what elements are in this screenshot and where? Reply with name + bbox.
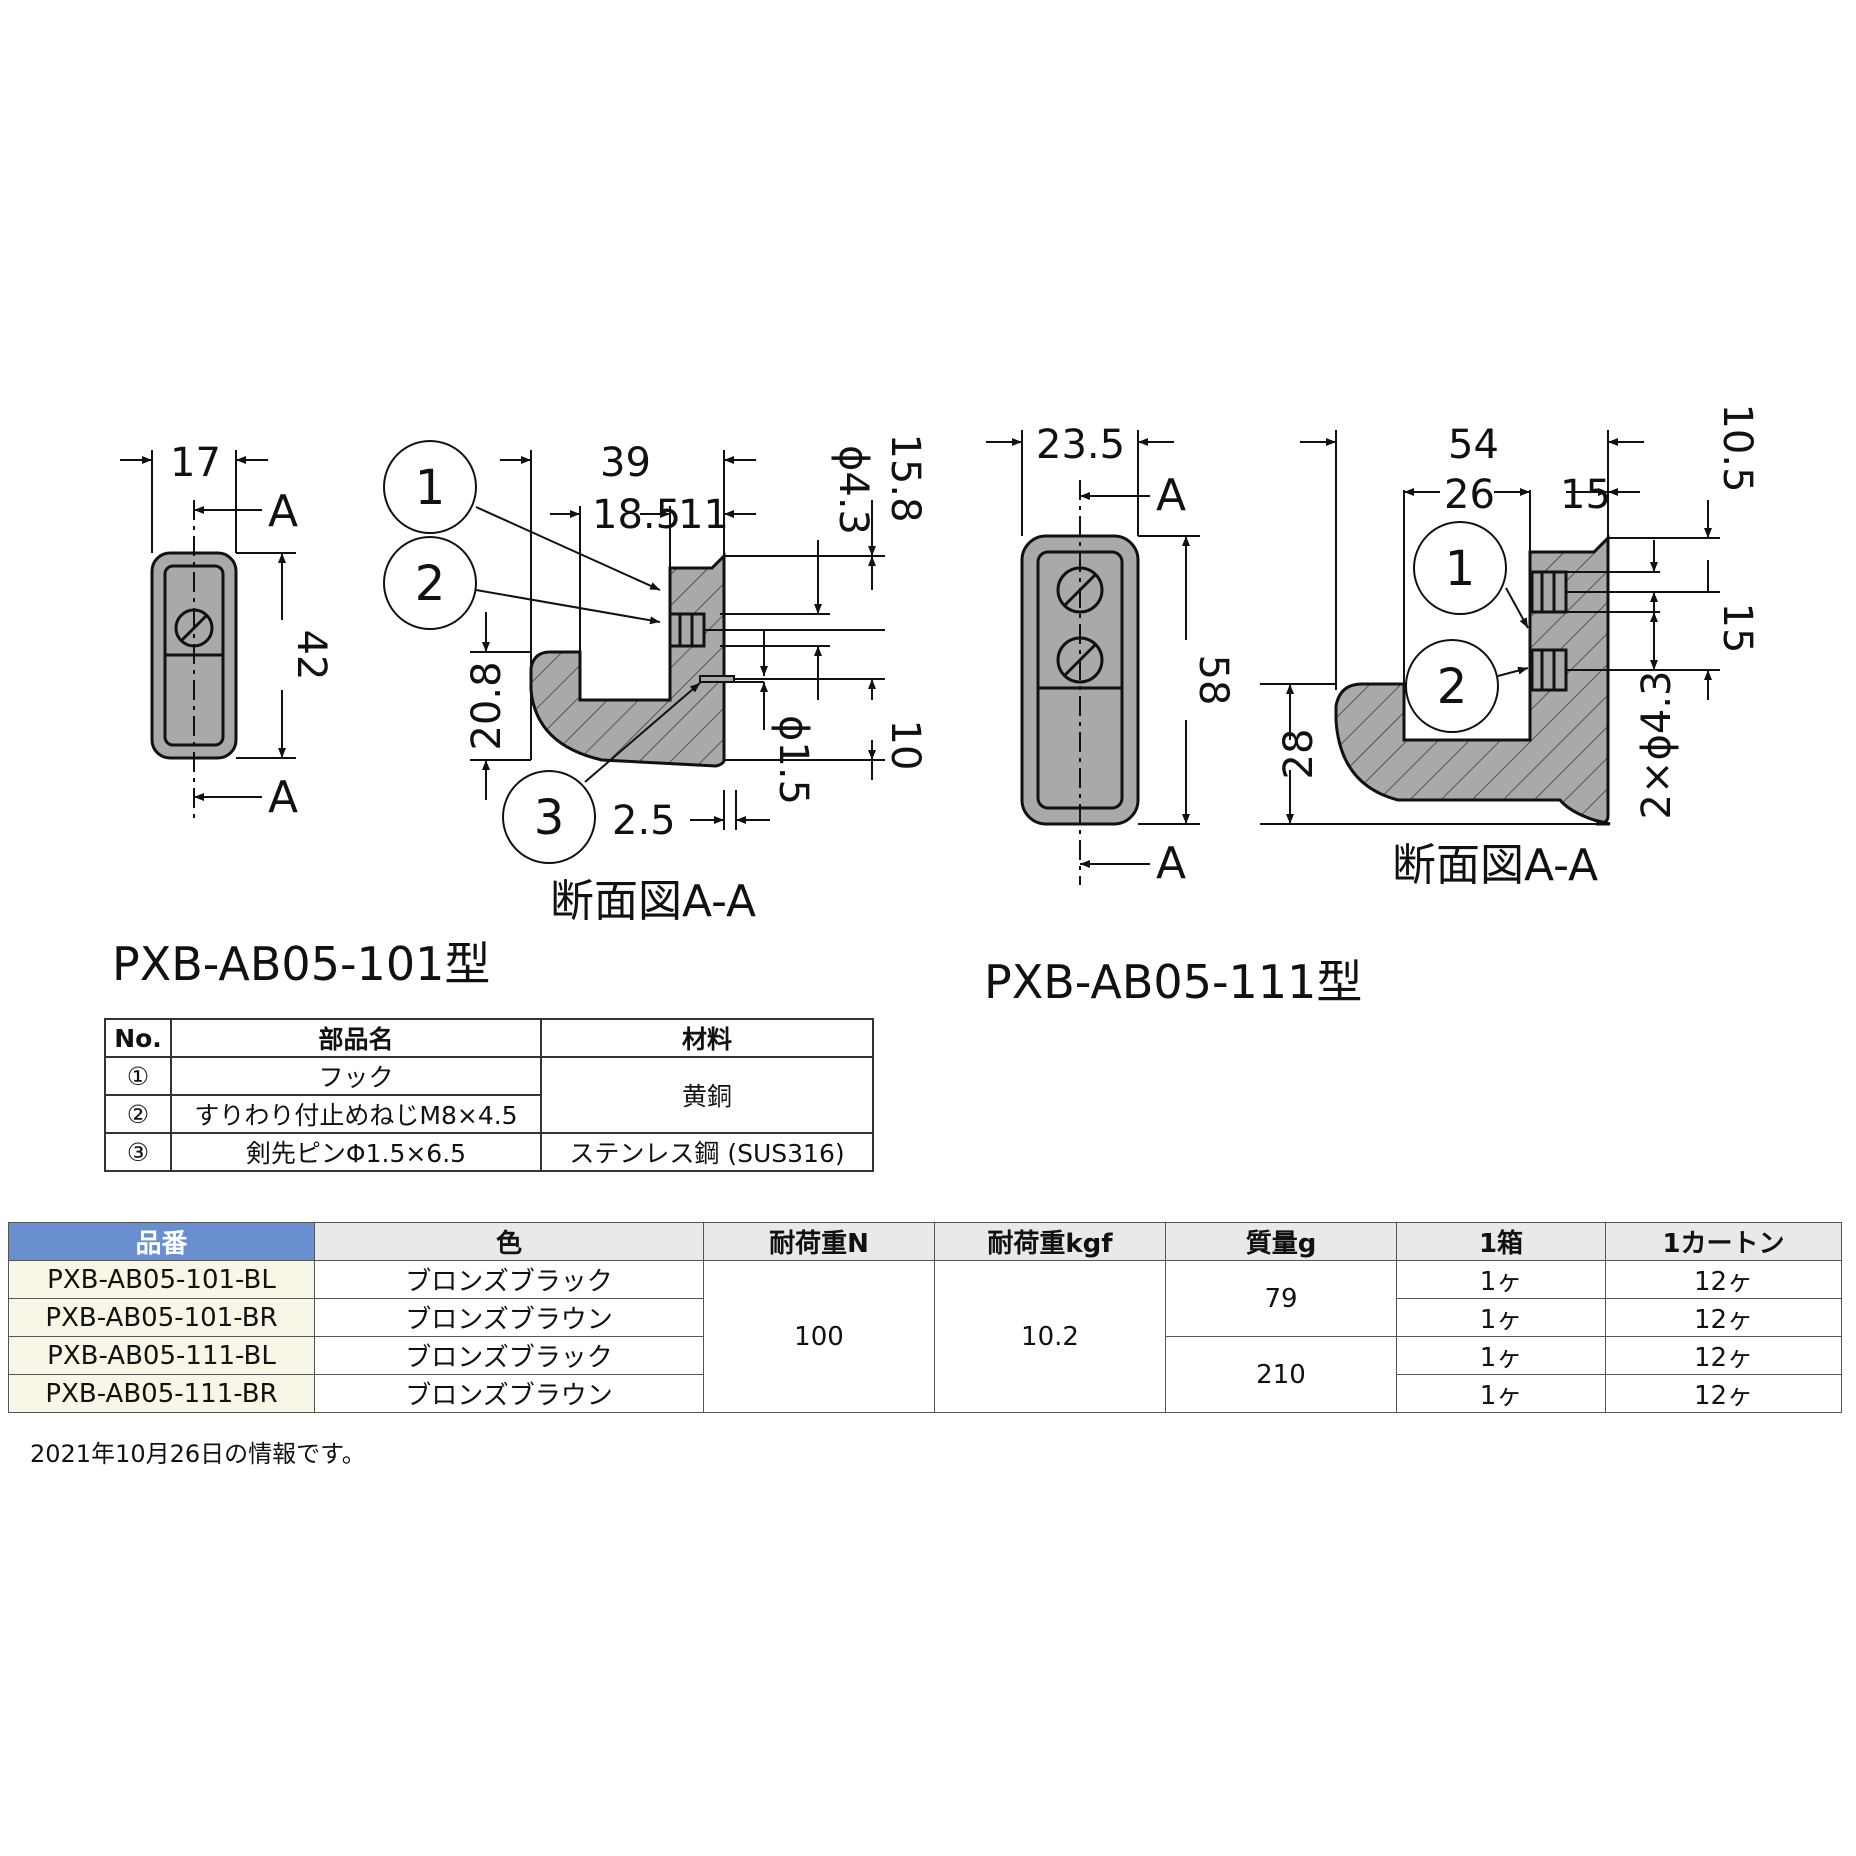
spec-header-pn: 品番 [8, 1222, 315, 1261]
technical-drawing: 17 A A 42 [112, 403, 1760, 1009]
dim-15-w: 15 [1560, 472, 1611, 518]
table-row: ③ 剣先ピンΦ1.5×6.5 ステンレス鋼 (SUS316) [104, 1132, 874, 1172]
spec-carton: 12ヶ [1605, 1374, 1842, 1413]
dims-section-101 [470, 450, 885, 830]
info-date-note: 2021年10月26日の情報です。 [30, 1440, 366, 1468]
spec-header-load-n: 耐荷重N [703, 1222, 935, 1261]
dim-10: 10 [882, 720, 928, 771]
section-view-101 [529, 552, 735, 768]
section-mark-a-top: A [268, 486, 298, 537]
part-no: ③ [104, 1132, 172, 1172]
parts-header-name: 部品名 [170, 1018, 542, 1058]
spec-header-row: 品番 色 耐荷重N 耐荷重kgf 質量g 1箱 1カートン [8, 1222, 1842, 1261]
dim-15-h: 15 [1714, 603, 1760, 654]
dim-28: 28 [1276, 729, 1322, 780]
spec-carton: 12ヶ [1605, 1298, 1842, 1337]
dim-10-5: 10.5 [1714, 403, 1760, 492]
callout-2-label-111: 2 [1437, 659, 1468, 715]
model-label-101: PXB-AB05-101型 [112, 937, 490, 991]
section-view-111 [1334, 534, 1611, 826]
spec-color: ブロンズブラウン [314, 1374, 704, 1413]
spec-box: 1ヶ [1396, 1260, 1606, 1299]
dim-2x-phi4-3: 2×ϕ4.3 [1634, 671, 1680, 820]
spec-load-kgf: 10.2 [934, 1260, 1166, 1413]
spec-color: ブロンズブラウン [314, 1298, 704, 1337]
spec-box: 1ヶ [1396, 1336, 1606, 1375]
dim-54: 54 [1448, 422, 1499, 468]
part-material: ステンレス鋼 (SUS316) [540, 1132, 874, 1172]
dims-section-111 [1260, 430, 1720, 825]
parts-header-material: 材料 [540, 1018, 874, 1058]
dim-15-8: 15.8 [882, 433, 928, 522]
spec-carton: 12ヶ [1605, 1336, 1842, 1375]
spec-header-load-kgf: 耐荷重kgf [934, 1222, 1166, 1261]
spec-header-color: 色 [314, 1222, 704, 1261]
part-no: ② [104, 1094, 172, 1134]
dim-phi4-3: ϕ4.3 [830, 445, 876, 535]
spec-mass-101: 79 [1165, 1260, 1397, 1337]
dim-11: 11 [678, 492, 729, 538]
dim-23-5: 23.5 [1036, 422, 1125, 468]
callout-1-label: 1 [415, 460, 446, 516]
part-name: フック [170, 1056, 542, 1096]
table-row: ① フック 黄銅 [104, 1056, 874, 1134]
dim-42: 42 [288, 630, 334, 681]
section-label-111: 断面図A-A [1392, 840, 1598, 891]
part-material: 黄銅 [540, 1056, 874, 1134]
spec-mass-111: 210 [1165, 1336, 1397, 1413]
part-name: 剣先ピンΦ1.5×6.5 [170, 1132, 542, 1172]
dim-18-5: 18.5 [592, 492, 681, 538]
spec-header-box: 1箱 [1396, 1222, 1606, 1261]
dim-20-8: 20.8 [464, 661, 510, 750]
spec-carton: 12ヶ [1605, 1260, 1842, 1299]
part-no: ① [104, 1056, 172, 1096]
parts-header-row: No. 部品名 材料 [104, 1018, 874, 1058]
dim-2-5: 2.5 [612, 798, 676, 844]
spec-color: ブロンズブラック [314, 1260, 704, 1299]
table-row: PXB-AB05-111-BL ブロンズブラック 210 1ヶ 12ヶ [8, 1336, 1842, 1413]
spec-pn: PXB-AB05-111-BL [8, 1336, 315, 1375]
dim-58: 58 [1190, 655, 1236, 706]
model-label-111: PXB-AB05-111型 [984, 955, 1362, 1009]
spec-color: ブロンズブラック [314, 1336, 704, 1375]
spec-box: 1ヶ [1396, 1298, 1606, 1337]
section-mark-a-bottom: A [268, 772, 298, 823]
spec-pn: PXB-AB05-101-BR [8, 1298, 315, 1337]
callouts-111 [1405, 521, 1529, 733]
section-label-101: 断面図A-A [550, 876, 756, 927]
dim-26: 26 [1444, 472, 1495, 518]
table-row: PXB-AB05-111-BR ブロンズブラウン 1ヶ 12ヶ [8, 1374, 1842, 1413]
spec-header-mass: 質量g [1165, 1222, 1397, 1261]
callouts-101 [383, 440, 701, 864]
parts-table: No. 部品名 材料 ① フック 黄銅 ② すりわり付止めねじM8×4.5 ③ … [104, 1018, 874, 1172]
part-name: すりわり付止めねじM8×4.5 [170, 1094, 542, 1134]
section-mark-a-bottom-111: A [1156, 838, 1186, 889]
spec-table: 品番 色 耐荷重N 耐荷重kgf 質量g 1箱 1カートン PXB-AB05-1… [8, 1222, 1842, 1413]
dims-front-101 [120, 450, 296, 820]
callout-2-label: 2 [415, 556, 446, 612]
spec-pn: PXB-AB05-111-BR [8, 1374, 315, 1413]
section-mark-a-top-111: A [1156, 470, 1186, 521]
dim-39: 39 [600, 440, 651, 486]
spec-load-n: 100 [703, 1260, 935, 1413]
table-row: ② すりわり付止めねじM8×4.5 [104, 1094, 873, 1134]
table-row: PXB-AB05-101-BL ブロンズブラック 100 10.2 79 1ヶ … [8, 1260, 1842, 1413]
callout-3-label: 3 [534, 790, 565, 846]
dim-17: 17 [170, 440, 221, 486]
dim-phi1-5: ϕ1.5 [770, 715, 816, 805]
callout-1-label-111: 1 [1445, 541, 1476, 597]
dims-front-111 [986, 430, 1200, 885]
parts-header-no: No. [104, 1018, 172, 1058]
spec-box: 1ヶ [1396, 1374, 1606, 1413]
spec-pn: PXB-AB05-101-BL [8, 1260, 315, 1299]
spec-header-carton: 1カートン [1605, 1222, 1842, 1261]
